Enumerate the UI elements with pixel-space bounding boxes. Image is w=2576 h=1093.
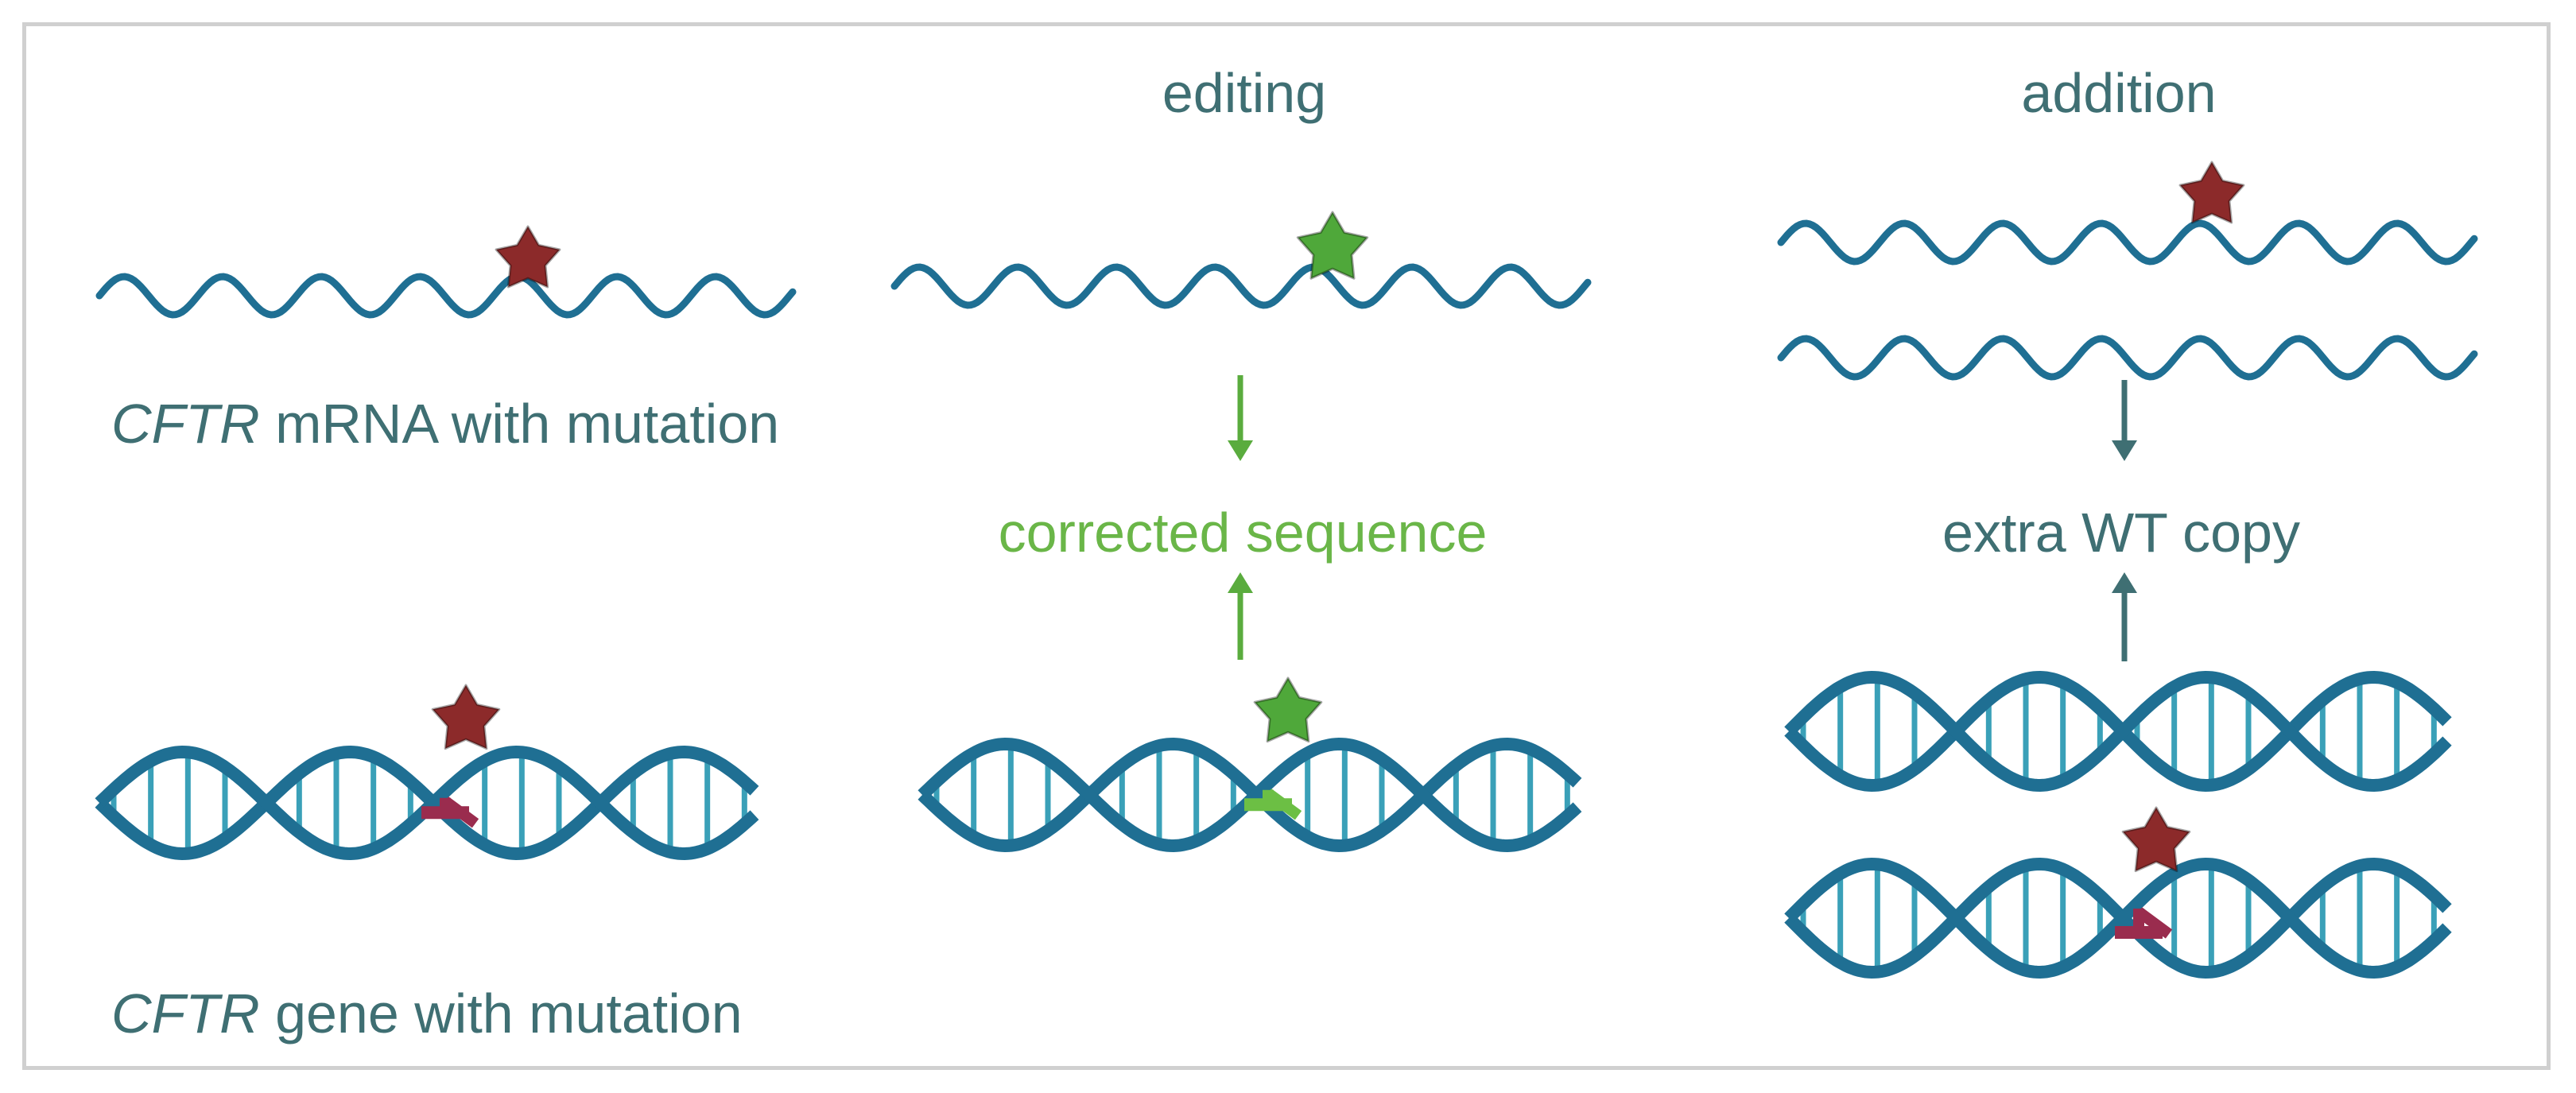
dna-strand-back — [918, 737, 1582, 853]
dna-strand-back — [95, 745, 759, 861]
dna-strand-front — [1784, 857, 2452, 979]
up-arrow-icon-editing — [1228, 572, 1253, 660]
addition-heading: addition — [2021, 62, 2217, 124]
gene-label-rest: gene with mutation — [259, 983, 743, 1045]
dna-strand-back — [1784, 670, 2452, 793]
highlighted-base-tick — [441, 796, 479, 828]
addition-mutation-star-icon — [2178, 161, 2245, 224]
dna-helix-edited — [918, 737, 1582, 853]
gene-label: CFTR gene with mutation — [111, 986, 743, 1041]
dna-strand-front — [1784, 670, 2452, 793]
down-arrow-icon-editing — [1228, 375, 1253, 461]
mutation-star-icon — [495, 225, 561, 289]
mrna-gene-name: CFTR — [111, 393, 260, 455]
dna-helix-wt-copy — [1784, 670, 2452, 793]
down-arrow-icon-addition — [2112, 380, 2137, 461]
arrow-head — [1228, 572, 1253, 593]
mrna-label: CFTR mRNA with mutation — [111, 396, 779, 452]
figure-frame — [22, 22, 2551, 1070]
mrna-wave-mutant — [95, 273, 797, 319]
dna-strand-back — [1784, 857, 2452, 979]
arrow-head — [2112, 572, 2137, 593]
arrow-head — [2112, 440, 2137, 461]
dna-helix-addition-mutant — [1784, 857, 2452, 979]
mrna-wave-edited — [890, 263, 1592, 309]
corrected-star-icon — [1296, 211, 1369, 280]
mrna-wave-addition-mutant — [1777, 219, 2478, 265]
mrna-label-rest: mRNA with mutation — [259, 393, 780, 455]
addition-gene-mutation-star-icon — [2121, 806, 2191, 873]
highlighted-base-tick — [2135, 907, 2173, 939]
dna-helix-mutant — [95, 745, 759, 861]
gene-corrected-star-icon — [1253, 676, 1323, 743]
dna-strand-front — [95, 745, 759, 861]
mrna-wave-addition-wt — [1777, 335, 2478, 381]
editing-heading: editing — [1162, 62, 1327, 124]
gene-gene-name: CFTR — [111, 983, 260, 1045]
arrow-head — [1228, 440, 1253, 461]
corrected-sequence-label: corrected sequence — [998, 502, 1488, 564]
up-arrow-icon-addition — [2112, 572, 2137, 661]
extra-wt-copy-label: extra WT copy — [1942, 502, 2300, 564]
highlighted-base-tick — [1264, 789, 1302, 820]
dna-strand-front — [918, 737, 1582, 853]
gene-mutation-star-icon — [431, 684, 501, 750]
